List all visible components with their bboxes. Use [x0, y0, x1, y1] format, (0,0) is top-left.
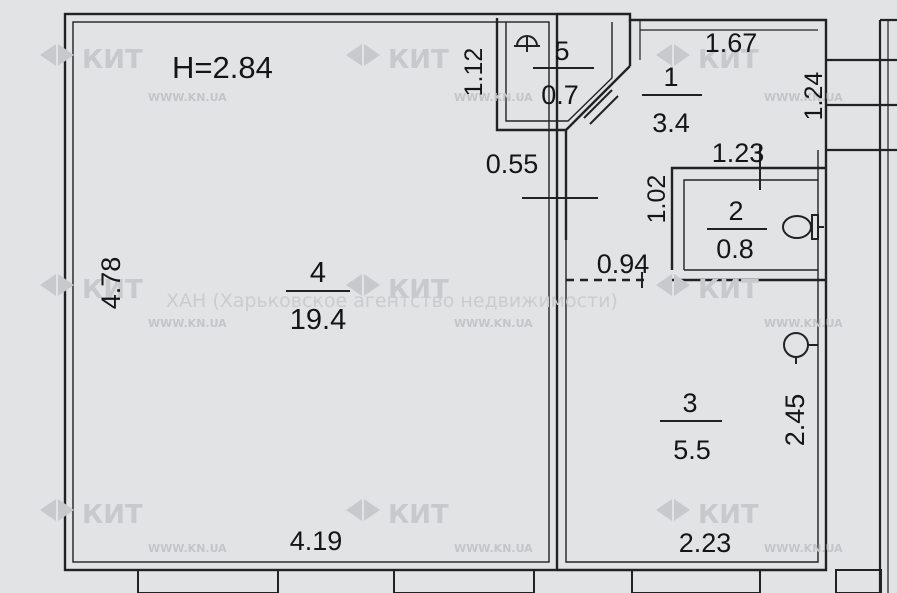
closet-door-mark-2	[589, 95, 619, 125]
dim-kitchen-depth: 2.45	[780, 394, 810, 447]
watermark-2: КИТ WWW.KN.UA	[346, 44, 533, 104]
window-room-3	[631, 569, 761, 593]
stove-icon	[783, 332, 818, 364]
window-room-4-left	[137, 569, 279, 593]
watermark-brand: КИТ	[388, 275, 449, 305]
watermark-brand: КИТ	[698, 45, 759, 75]
dim-hall-depth: 1.24	[800, 72, 828, 121]
room-5-number: 5	[554, 36, 569, 66]
watermark-url: WWW.KN.UA	[764, 542, 843, 555]
watermark-brand: КИТ	[698, 500, 759, 530]
watermark-url: WWW.KN.UA	[148, 542, 227, 555]
watermark-brand: КИТ	[82, 45, 143, 75]
room-5-wall	[495, 18, 566, 132]
watermarks: КИТ WWW.KN.UA КИТ WWW.KN.UA КИТ WWW.KN.U…	[40, 44, 843, 555]
kit-logo-icon	[656, 44, 690, 66]
dim-hall-width: 1.67	[705, 28, 758, 58]
window-neighbor	[835, 569, 882, 593]
wc-outer-wall	[670, 166, 826, 270]
room-1-area: 3.4	[652, 108, 690, 138]
watermark-brand: КИТ	[388, 45, 449, 75]
closet-door-mark-1	[583, 89, 613, 119]
dim-wc-depth: 1.02	[643, 175, 671, 224]
room-4-outline	[63, 12, 559, 572]
dim-door-width: 0.55	[486, 149, 539, 179]
room-4-number: 4	[310, 257, 326, 289]
watermark-brand: КИТ	[82, 500, 143, 530]
watermark-9: КИТ WWW.KN.UA	[656, 499, 843, 555]
watermark-brand: КИТ	[82, 275, 143, 305]
sink-icon	[514, 35, 540, 52]
right-block-inner	[565, 140, 819, 563]
dim-opening: 0.94	[597, 249, 650, 279]
watermark-url: WWW.KN.UA	[764, 317, 843, 330]
room-3-area: 5.5	[673, 435, 711, 465]
watermark-url: WWW.KN.UA	[764, 91, 843, 104]
stove-burner	[783, 332, 809, 358]
room-5-area: 0.7	[541, 80, 579, 110]
wc-inner-wall	[683, 179, 818, 270]
dimension-labels: 4.78 4.19 1.12 0.55 1.67 1.24 1.23 1.02 …	[96, 28, 828, 558]
room-5-diagonal-wall	[565, 65, 631, 131]
watermark-6: КИТ WWW.KN.UA	[656, 274, 843, 330]
watermark-3: КИТ WWW.KN.UA	[656, 44, 843, 104]
dim-room5-side: 1.12	[460, 48, 488, 97]
room-5-inner	[505, 22, 613, 122]
room-2-number: 2	[728, 196, 743, 226]
room-1-number: 1	[663, 62, 678, 92]
right-block-outline	[557, 12, 828, 572]
watermark-url: WWW.KN.UA	[454, 317, 533, 330]
toilet-icon	[782, 214, 824, 240]
windows	[137, 569, 882, 593]
door-marks	[522, 89, 761, 288]
watermark-url: WWW.KN.UA	[148, 317, 227, 330]
watermark-agency: ХАН (Харьковское агентство недвижимости)	[166, 290, 618, 312]
toilet-tank	[811, 214, 819, 240]
walls	[63, 12, 828, 572]
room-3-number: 3	[682, 388, 697, 418]
kit-logo-icon	[346, 274, 380, 296]
window-room-4-right	[393, 569, 535, 593]
kit-logo-icon	[40, 499, 74, 521]
dim-room4-width: 4.19	[290, 526, 343, 556]
watermark-brand: КИТ	[698, 275, 759, 305]
kit-logo-icon	[40, 274, 74, 296]
watermark-5: КИТ WWW.KN.UA	[346, 274, 533, 330]
ceiling-height: H=2.84	[172, 50, 273, 85]
room-labels: H=2.84 4 19.4 5 0.7 1 3.4 2 0.8 3 5.5	[172, 36, 767, 465]
kit-logo-icon	[346, 499, 380, 521]
dim-room4-height: 4.78	[96, 257, 126, 310]
dim-kitchen-width: 2.23	[679, 528, 732, 558]
watermark-url: WWW.KN.UA	[148, 91, 227, 104]
room-4-area: 19.4	[290, 304, 346, 336]
watermark-7: КИТ WWW.KN.UA	[40, 499, 227, 555]
watermark-1: КИТ WWW.KN.UA	[40, 44, 227, 104]
room-4-inner-outline	[72, 21, 550, 563]
watermark-brand: КИТ	[388, 500, 449, 530]
kit-logo-icon	[40, 44, 74, 66]
watermark-url: WWW.KN.UA	[454, 91, 533, 104]
toilet-bowl	[782, 215, 812, 239]
kit-logo-icon	[656, 499, 690, 521]
watermark-4: КИТ WWW.KN.UA	[40, 274, 227, 330]
watermark-url: WWW.KN.UA	[454, 542, 533, 555]
watermark-8: КИТ WWW.KN.UA	[346, 499, 533, 555]
room-2-area: 0.8	[716, 234, 754, 264]
kit-logo-icon	[346, 44, 380, 66]
kit-logo-icon	[656, 274, 690, 296]
dim-wc-width: 1.23	[712, 138, 765, 168]
outer-walls	[826, 18, 897, 593]
